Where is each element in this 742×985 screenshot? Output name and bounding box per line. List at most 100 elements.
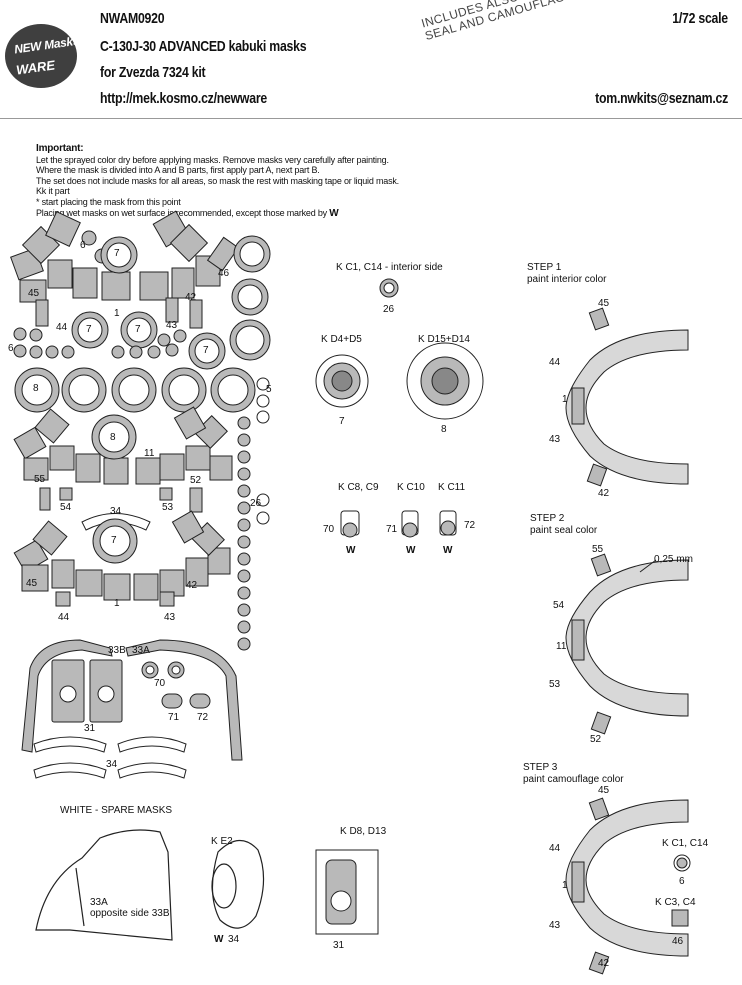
step1-43: 43 bbox=[549, 434, 561, 445]
kc11-num: 72 bbox=[464, 520, 476, 531]
label-1: 1 bbox=[114, 598, 120, 609]
label-8: 8 bbox=[33, 383, 39, 394]
newware-logo bbox=[5, 24, 77, 88]
label-34: 34 bbox=[110, 506, 122, 517]
note-line: Let the sprayed color dry before applyin… bbox=[36, 154, 389, 165]
notes-heading: Important: bbox=[36, 143, 84, 154]
label-44: 44 bbox=[58, 612, 70, 623]
label-7: 7 bbox=[135, 324, 141, 335]
step3-desc: paint camouflage color bbox=[523, 774, 624, 785]
kd4-num: 7 bbox=[339, 416, 345, 427]
label-42: 42 bbox=[186, 580, 198, 591]
kc8-num: 70 bbox=[323, 524, 335, 535]
note-line: Kk it part bbox=[36, 186, 70, 197]
label-52: 52 bbox=[190, 475, 202, 486]
circle-masks-row bbox=[14, 367, 256, 413]
kd8-title: K D8, D13 bbox=[340, 826, 387, 837]
step3-44: 44 bbox=[549, 843, 561, 854]
label-70: 70 bbox=[154, 678, 166, 689]
step1-42: 42 bbox=[598, 488, 610, 499]
step1-44: 44 bbox=[549, 357, 561, 368]
kc8-w-mark: W bbox=[346, 545, 356, 556]
w-mark: W bbox=[329, 207, 339, 219]
step1-45: 45 bbox=[598, 298, 610, 309]
note-line: Placing wet masks on wet surface is reco… bbox=[36, 207, 327, 218]
label-44: 44 bbox=[56, 322, 68, 333]
spare-mask-outlines bbox=[35, 829, 265, 941]
label-7: 7 bbox=[86, 324, 92, 335]
label-45: 45 bbox=[26, 578, 38, 589]
label-55: 55 bbox=[34, 474, 46, 485]
canopy-mask-group-middle bbox=[13, 406, 233, 513]
step1-title: STEP 1 bbox=[527, 262, 562, 273]
label-46: 46 bbox=[218, 268, 230, 279]
step2-52: 52 bbox=[590, 734, 602, 745]
canopy-mask-group-lower bbox=[13, 510, 231, 607]
spare-label-33b: opposite side 33B bbox=[90, 908, 170, 919]
label-5: 5 bbox=[266, 384, 272, 395]
kc1-num: 26 bbox=[383, 304, 395, 315]
label-33a: 33A bbox=[132, 645, 150, 656]
ke2-num: 34 bbox=[228, 934, 240, 945]
label-26: 26 bbox=[250, 498, 262, 509]
kd4-title: K D4+D5 bbox=[321, 334, 362, 345]
label-7: 7 bbox=[111, 535, 117, 546]
kc10-num: 71 bbox=[386, 524, 398, 535]
spare-label-33a: 33A bbox=[90, 897, 108, 908]
step3-1: 1 bbox=[562, 880, 568, 891]
step3-42: 42 bbox=[598, 958, 610, 969]
label-8: 8 bbox=[110, 432, 116, 443]
kc1b-title: K C1, C14 bbox=[662, 838, 709, 849]
step1-1: 1 bbox=[562, 394, 568, 405]
step2-desc: paint seal color bbox=[530, 525, 598, 536]
ke2-w-mark: W bbox=[214, 934, 224, 945]
step2-55: 55 bbox=[592, 544, 604, 555]
kc10-title: K C10 bbox=[397, 482, 425, 493]
kc10-w-mark: W bbox=[406, 545, 416, 556]
step2-54: 54 bbox=[553, 600, 565, 611]
step3-43: 43 bbox=[549, 920, 561, 931]
step3-title: STEP 3 bbox=[523, 762, 558, 773]
product-title: C-130J-30 ADVANCED kabuki masks bbox=[100, 38, 307, 55]
label-42: 42 bbox=[185, 292, 197, 303]
kd15-num: 8 bbox=[441, 424, 447, 435]
kc1-title: K C1, C14 - interior side bbox=[336, 262, 443, 273]
label-1: 1 bbox=[114, 308, 120, 319]
kc8-title: K C8, C9 bbox=[338, 482, 379, 493]
circle-masks-top bbox=[13, 230, 271, 370]
label-43: 43 bbox=[164, 612, 176, 623]
label-53: 53 bbox=[162, 502, 174, 513]
product-subtitle: for Zvezda 7324 kit bbox=[100, 64, 206, 81]
kc11-title: K C11 bbox=[438, 482, 466, 493]
label-6: 6 bbox=[8, 343, 14, 354]
label-7: 7 bbox=[114, 248, 120, 259]
header-divider bbox=[0, 118, 742, 119]
kc1b-num: 6 bbox=[679, 876, 685, 887]
step1-desc: paint interior color bbox=[527, 274, 607, 285]
step2-11: 11 bbox=[556, 641, 567, 652]
kc3-title: K C3, C4 bbox=[655, 897, 696, 908]
step3-45: 45 bbox=[598, 785, 610, 796]
kd8-num: 31 bbox=[333, 940, 345, 951]
step-diagrams bbox=[565, 307, 689, 975]
label-33b: 33B bbox=[108, 645, 126, 656]
label-72: 72 bbox=[197, 712, 209, 723]
label-7: 7 bbox=[203, 345, 209, 356]
label-11: 11 bbox=[144, 448, 155, 459]
label-31: 31 bbox=[84, 723, 96, 734]
label-71: 71 bbox=[168, 712, 180, 723]
label-54: 54 bbox=[60, 502, 72, 513]
label-45: 45 bbox=[28, 288, 40, 299]
kc3-num: 46 bbox=[672, 936, 684, 947]
step2-title: STEP 2 bbox=[530, 513, 565, 524]
email-link[interactable]: tom.nwkits@seznam.cz bbox=[595, 90, 728, 107]
kd15-title: K D15+D14 bbox=[418, 334, 470, 345]
product-code: NWAM0920 bbox=[100, 10, 165, 27]
label-43: 43 bbox=[166, 320, 178, 331]
windscreen-frame-group bbox=[21, 639, 243, 779]
website-link[interactable]: http://mek.kosmo.cz/newware bbox=[100, 90, 267, 107]
spare-masks-title: WHITE - SPARE MASKS bbox=[60, 805, 173, 816]
step2-53: 53 bbox=[549, 679, 561, 690]
scale-label: 1/72 scale bbox=[672, 10, 728, 27]
